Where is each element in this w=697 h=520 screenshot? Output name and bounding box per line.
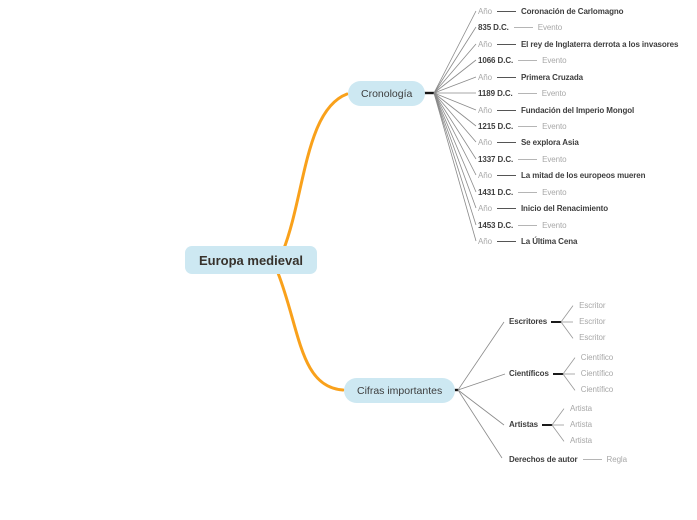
fan-lines-cronologia [433,10,477,242]
event-node[interactable]: Evento [542,220,567,230]
timeline-row: Año La Última Cena [478,235,577,247]
connector-dash [518,59,538,61]
child-node[interactable]: Científico [580,385,614,395]
child-node[interactable]: Científico [580,369,614,379]
connector-dash [496,240,516,242]
child-list: Científico Científico Científico [581,349,613,398]
branch-curve-cifras [276,271,345,392]
timeline-row: Año La mitad de los europeos mueren [478,169,646,181]
branch-curve-cronologia [281,92,349,253]
event-node[interactable]: Evento [542,55,567,65]
event-node[interactable]: Evento [541,88,566,98]
connector-dash [582,458,602,460]
child-node[interactable]: Científico [580,352,614,362]
child-list: Escritor Escritor Escritor [579,297,605,346]
fan-lines-cifras [457,321,506,459]
root-topic-europa-medieval[interactable]: Europa medieval [185,246,318,274]
connector-dash [517,92,537,94]
group-escritores: Escritores Escritor Escritor Escritor [509,297,606,346]
connector-dash [518,191,538,193]
year-node[interactable]: 1215 D.C. [478,121,514,131]
child-list: Artista Artista Artista [570,400,592,449]
event-node[interactable]: La mitad de los europeos mueren [520,170,646,180]
group-artistas: Artistas Artista Artista Artista [509,400,592,449]
fork-connector [551,304,574,339]
timeline-row: Año Primera Cruzada [478,71,583,83]
branch-topic-cifras[interactable]: Cifras importantes [344,378,456,403]
subtopic-cientificos[interactable]: Científicos [509,369,549,379]
timeline-row: Año El rey de Inglaterra derrota a los in… [478,38,678,50]
event-node[interactable]: Evento [542,154,567,164]
connector-dash [496,207,516,209]
connector-dash [496,109,516,111]
subtopic-escritores[interactable]: Escritores [509,317,548,327]
connector-dash [518,125,538,127]
timeline-row: Año Coronación de Carlomagno [478,5,624,17]
timeline-row: 1431 D.C. Evento [478,186,567,198]
connector-dash [513,26,533,28]
year-node[interactable]: 1337 D.C. [478,154,514,164]
year-node[interactable]: 1453 D.C. [478,220,514,230]
fork-connector [542,407,565,442]
child-node[interactable]: Artista [570,436,592,446]
branch-cifras-label: Cifras importantes [357,384,443,397]
timeline-row: 1215 D.C. Evento [478,120,567,132]
year-node[interactable]: Año [478,170,492,180]
connector-dash [496,174,516,176]
timeline-row: 1337 D.C. Evento [478,153,567,165]
child-node[interactable]: Regla [606,454,628,464]
event-node[interactable]: Evento [542,187,567,197]
event-node[interactable]: La Última Cena [520,236,578,246]
timeline-row: Año Fundación del Imperio Mongol [478,104,634,116]
year-node[interactable]: 835 D.C. [478,22,509,32]
connector-dash [518,158,538,160]
event-node[interactable]: Primera Cruzada [520,72,584,82]
branch-topic-cronologia[interactable]: Cronología [348,81,426,106]
timeline-row: Año Se explora Asia [478,136,579,148]
event-node[interactable]: Coronación de Carlomagno [520,6,624,16]
child-node[interactable]: Artista [570,420,592,430]
year-node[interactable]: Año [478,105,492,115]
year-node[interactable]: 1066 D.C. [478,55,514,65]
event-node[interactable]: Fundación del Imperio Mongol [520,105,635,115]
timeline-row: 1453 D.C. Evento [478,219,567,231]
child-node[interactable]: Artista [570,403,592,413]
connector-dash [496,10,516,12]
event-node[interactable]: El rey de Inglaterra derrota a los invas… [520,39,679,49]
year-node[interactable]: 1189 D.C. [478,88,513,98]
fork-connector [552,356,576,391]
event-node[interactable]: Evento [542,121,567,131]
year-node[interactable]: Año [478,39,492,49]
connector-dash [496,76,516,78]
subtopic-derechos-de-autor[interactable]: Derechos de autor [509,454,578,464]
group-derechos-de-autor: Derechos de autor Regla [509,453,627,465]
event-node[interactable]: Se explora Asia [520,137,579,147]
timeline-row: 1066 D.C. Evento [478,54,567,66]
year-node[interactable]: Año [478,72,492,82]
timeline-row: 1189 D.C. Evento [478,87,566,99]
year-node[interactable]: Año [478,203,492,213]
child-node[interactable]: Escritor [579,300,606,310]
timeline-row: Año Inicio del Renacimiento [478,202,608,214]
connector-dash [496,43,516,45]
root-topic-label: Europa medieval [199,252,304,268]
year-node[interactable]: 1431 D.C. [478,187,514,197]
year-node[interactable]: Año [478,236,492,246]
year-node[interactable]: Año [478,6,492,16]
subtopic-artistas[interactable]: Artistas [509,420,538,430]
timeline-row: 835 D.C. Evento [478,21,562,33]
event-node[interactable]: Evento [537,22,563,32]
child-node[interactable]: Escritor [579,317,606,327]
year-node[interactable]: Año [478,137,492,147]
event-node[interactable]: Inicio del Renacimiento [520,203,608,213]
child-node[interactable]: Escritor [579,333,606,343]
connector-dash [496,141,516,143]
group-cientificos: Científicos Científico Científico Cientí… [509,349,613,398]
connector-dash [518,224,538,226]
branch-cronologia-label: Cronología [361,87,413,100]
